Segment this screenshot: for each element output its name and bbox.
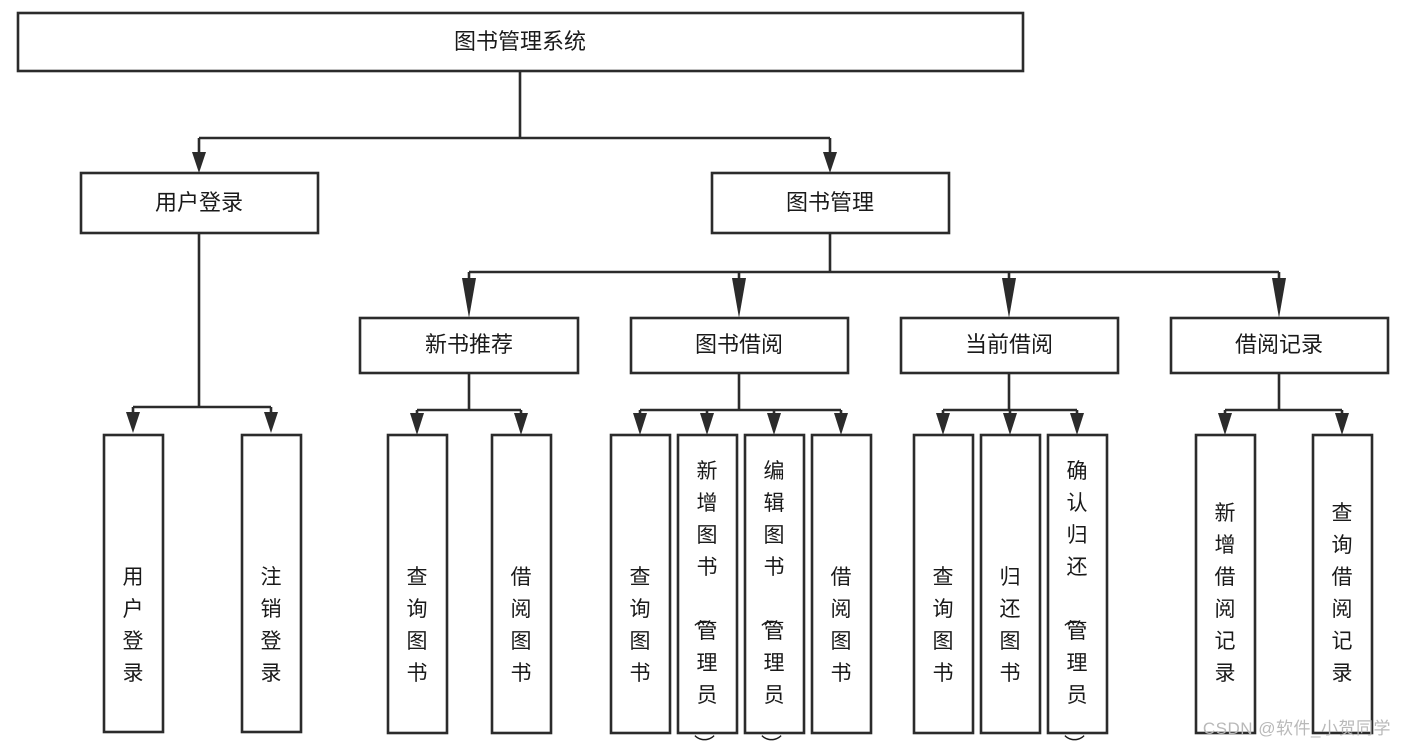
- arrowhead-current-leaf-2: [1003, 413, 1017, 435]
- arrowhead-user-login: [192, 152, 206, 173]
- node-book-borrow-box[interactable]: [629, 316, 850, 375]
- arrowhead-current-leaf-1: [936, 413, 950, 435]
- node-root-box[interactable]: [16, 11, 1025, 73]
- node-user-login-label: 用户登录: [155, 190, 243, 215]
- leaf-borrow-add-book[interactable]: 新增图书（管理员）: [676, 433, 739, 747]
- arrowhead-borrow-leaf-2: [700, 413, 714, 435]
- leaf-current-query-books-box[interactable]: [912, 433, 975, 735]
- leaf-current-confirm-return-box[interactable]: [1046, 433, 1109, 735]
- leaf-borrow-query-books-label: 查询图书: [630, 566, 651, 685]
- leaf-current-return-books[interactable]: 归还图书: [979, 433, 1042, 735]
- node-user-login-box[interactable]: [79, 171, 320, 235]
- arrowhead-borrow-leaf-1: [633, 413, 647, 435]
- arrowhead-newbook-leaf-2: [514, 413, 528, 435]
- leaf-records-add-record-label: 新增借阅记录: [1215, 502, 1236, 685]
- leaf-records-add-record[interactable]: 新增借阅记录: [1194, 433, 1257, 735]
- node-user-login[interactable]: 用户登录: [79, 171, 320, 235]
- arrowhead-current-leaf-3: [1070, 413, 1084, 435]
- arrowhead-leaf-logout: [264, 412, 278, 433]
- node-current-borrow-box[interactable]: [899, 316, 1120, 375]
- arrowhead-book-manage: [823, 152, 837, 173]
- leaf-current-query-books[interactable]: 查询图书: [912, 433, 975, 735]
- leaf-records-query-record[interactable]: 查询借阅记录: [1311, 433, 1374, 735]
- arrowhead-current-borrow: [1002, 278, 1016, 318]
- leaf-logout-label: 注销登录: [261, 566, 282, 685]
- node-book-management[interactable]: 图书管理: [710, 171, 951, 235]
- node-borrow-records-label: 借阅记录: [1235, 332, 1323, 357]
- leaf-borrow-borrow-book-box[interactable]: [810, 433, 873, 735]
- leaf-newbook-borrow-books[interactable]: 借阅图书: [490, 433, 553, 735]
- leaf-user-login-label: 用户登录: [123, 566, 144, 685]
- node-book-borrow[interactable]: 图书借阅: [629, 316, 850, 375]
- arrowhead-newbook-leaf-1: [410, 413, 424, 435]
- node-borrow-records-box[interactable]: [1169, 316, 1390, 375]
- leaf-borrow-edit-book[interactable]: 编辑图书（管理员）: [743, 433, 806, 747]
- leaf-logout-box[interactable]: [240, 433, 303, 734]
- leaf-current-confirm-return-label: 确认归还（管理员）: [1062, 460, 1088, 747]
- connector-layer: [126, 71, 1349, 435]
- leaf-borrow-borrow-book[interactable]: 借阅图书: [810, 433, 873, 735]
- leaf-borrow-edit-book-box[interactable]: [743, 433, 806, 735]
- leaf-records-query-record-box[interactable]: [1311, 433, 1374, 735]
- leaf-newbook-borrow-books-label: 借阅图书: [511, 566, 532, 685]
- node-book-management-box[interactable]: [710, 171, 951, 235]
- arrowhead-borrow-leaf-3: [767, 413, 781, 435]
- leaf-records-add-record-box[interactable]: [1194, 433, 1257, 735]
- leaf-newbook-borrow-books-box[interactable]: [490, 433, 553, 735]
- arrowhead-borrow-leaf-4: [834, 413, 848, 435]
- leaf-newbook-query-books[interactable]: 查询图书: [386, 433, 449, 735]
- leaf-current-query-books-label: 查询图书: [933, 566, 954, 685]
- leaf-user-login-box[interactable]: [102, 433, 165, 734]
- leaf-borrow-borrow-book-label: 借阅图书: [831, 566, 852, 685]
- arrowhead-new-book-rec: [462, 278, 476, 318]
- leaf-current-confirm-return[interactable]: 确认归还（管理员）: [1046, 433, 1109, 747]
- leaf-borrow-edit-book-label: 编辑图书（管理员）: [759, 460, 785, 747]
- node-new-book-recommend[interactable]: 新书推荐: [358, 316, 580, 375]
- leaf-current-return-books-box[interactable]: [979, 433, 1042, 735]
- node-book-management-label: 图书管理: [786, 190, 874, 215]
- leaf-borrow-add-book-label: 新增图书（管理员）: [692, 460, 718, 747]
- node-root-label: 图书管理系统: [454, 29, 586, 54]
- leaf-user-login[interactable]: 用户登录: [102, 433, 165, 734]
- leaf-logout[interactable]: 注销登录: [240, 433, 303, 734]
- node-new-book-recommend-box[interactable]: [358, 316, 580, 375]
- leaf-current-return-books-label: 归还图书: [1000, 566, 1021, 685]
- arrowhead-leaf-user-login: [126, 412, 140, 433]
- node-book-borrow-label: 图书借阅: [695, 332, 783, 357]
- node-root[interactable]: 图书管理系统: [16, 11, 1025, 73]
- leaf-borrow-query-books-box[interactable]: [609, 433, 672, 735]
- node-current-borrow-label: 当前借阅: [965, 332, 1053, 357]
- leaf-newbook-query-books-box[interactable]: [386, 433, 449, 735]
- arrowhead-records-leaf-1: [1218, 413, 1232, 435]
- leaf-borrow-query-books[interactable]: 查询图书: [609, 433, 672, 735]
- arrowhead-book-borrow: [732, 278, 746, 318]
- leaf-newbook-query-books-label: 查询图书: [407, 566, 428, 685]
- node-current-borrow[interactable]: 当前借阅: [899, 316, 1120, 375]
- node-borrow-records[interactable]: 借阅记录: [1169, 316, 1390, 375]
- node-new-book-recommend-label: 新书推荐: [425, 332, 513, 357]
- arrowhead-records-leaf-2: [1335, 413, 1349, 435]
- leaf-records-query-record-label: 查询借阅记录: [1332, 502, 1353, 685]
- leaf-borrow-add-book-box[interactable]: [676, 433, 739, 735]
- arrowhead-borrow-records: [1272, 278, 1286, 318]
